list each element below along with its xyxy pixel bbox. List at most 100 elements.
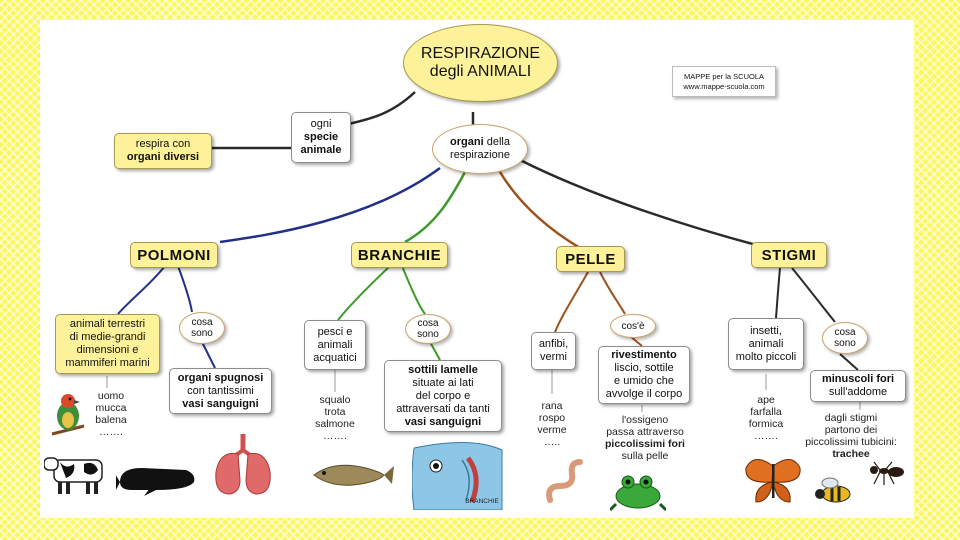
branchie-who-box: pesci e animali acquatici xyxy=(304,320,366,370)
pelle-examples: rana rospo verme ….. xyxy=(528,400,576,448)
pelle-cose-label: cos'è xyxy=(621,320,645,332)
lungs-icon xyxy=(215,434,271,495)
polmoni-cosa-ellipse: cosa sono xyxy=(179,312,225,344)
pelle-example-3: verme xyxy=(537,424,567,436)
connector-branchie-what xyxy=(429,341,441,361)
stigmi-desc-l2: partono dei xyxy=(824,424,878,436)
connector-organi-polmoni xyxy=(219,166,441,244)
pelle-what-box: rivestimento liscio, sottile e umido che… xyxy=(598,346,690,404)
title-line1: RESPIRAZIONE xyxy=(420,45,541,62)
worm-icon xyxy=(546,459,583,503)
organi-l1: organi della xyxy=(450,136,510,149)
stigmi-cosa-ellipse: cosa sono xyxy=(822,322,868,354)
connector-polmoni-what xyxy=(201,341,216,369)
polmoni-who-l2: di medie-grandi xyxy=(69,331,146,343)
branchie-what-l3: del corpo e xyxy=(415,389,471,402)
ogni-specie-box: ogni specie animale xyxy=(291,112,351,163)
cow-icon xyxy=(44,457,103,494)
connector-organi-pelle xyxy=(498,171,581,250)
category-pelle: PELLE xyxy=(556,246,625,272)
stigmi-who-box: insetti, animali molto piccoli xyxy=(728,318,804,370)
pelle-who-l2: vermi xyxy=(540,351,567,363)
concept-map: RESPIRAZIONE degli ANIMALI MAPPE per la … xyxy=(40,20,914,518)
stigmi-who-l2: animali xyxy=(748,337,784,350)
stigmi-examples: ape farfalla formica ……. xyxy=(736,394,796,442)
polmoni-who-box: animali terrestri di medie-grandi dimens… xyxy=(55,314,160,374)
branchie-example-2: trota xyxy=(324,406,346,418)
pelle-desc: l'ossigeno passa attraverso piccolissimi… xyxy=(595,414,695,462)
connector-polmoni-cosa xyxy=(177,265,193,313)
connector-polmoni-who xyxy=(117,265,166,315)
connector-pelle-who xyxy=(554,271,589,333)
branchie-who-l2: animali xyxy=(317,338,353,351)
branchie-example-1: squalo xyxy=(319,394,351,406)
credit-line1: MAPPE per la SCUOLA xyxy=(683,71,765,81)
whale-icon xyxy=(116,468,195,496)
polmoni-example-4: ……. xyxy=(99,426,123,438)
connector-branchie-who xyxy=(337,265,391,321)
bee-icon xyxy=(815,477,851,503)
organi-rest: della xyxy=(483,136,510,148)
title-ellipse: RESPIRAZIONE degli ANIMALI xyxy=(403,24,558,102)
fish-gills-icon xyxy=(412,442,503,510)
stigmi-example-2: farfalla xyxy=(750,406,782,418)
salmon-icon xyxy=(313,464,394,486)
branchie-cosa-ellipse: cosa sono xyxy=(405,314,451,344)
polmoni-cosa-l2: sono xyxy=(191,328,213,339)
connector-stigmi-cosa xyxy=(791,267,836,323)
pelle-desc-l4: sulla pelle xyxy=(621,450,669,462)
frog-icon xyxy=(610,475,666,512)
branchie-cosa-l1: cosa xyxy=(417,318,439,329)
stigmi-desc-l1: dagli stigmi xyxy=(824,412,878,424)
polmoni-example-2: mucca xyxy=(95,402,127,414)
connector-organi-stigmi xyxy=(519,158,761,248)
pelle-example-4: ….. xyxy=(543,436,561,448)
polmoni-examples: uomo mucca balena ……. xyxy=(83,390,139,438)
pelle-what-bold: rivestimento xyxy=(611,349,677,361)
respira-con-box: respira con organi diversi xyxy=(114,133,212,169)
pelle-desc-l2: passa attraverso xyxy=(606,426,684,438)
organi-bold: organi xyxy=(450,136,484,148)
pelle-what-l3: e umido che xyxy=(614,375,674,387)
branchie-example-4: ……. xyxy=(323,430,347,442)
organi-l2: respirazione xyxy=(450,149,510,161)
branchie-who-l1: pesci e xyxy=(317,325,353,338)
pelle-desc-l1: l'ossigeno xyxy=(621,414,669,426)
ogni-l2: specie xyxy=(303,131,339,143)
connector-stigmi-what xyxy=(839,353,859,371)
connector-stigmi-who xyxy=(775,267,781,319)
polmoni-what-bold: organi spugnosi xyxy=(177,371,264,384)
stigmi-what-l2: sull'addome xyxy=(828,386,888,398)
stigmi-who-l1: insetti, xyxy=(750,324,782,337)
polmoni-who-l1: animali terrestri xyxy=(69,318,146,330)
connector-pelle-cose xyxy=(599,271,626,315)
category-pelle-label: PELLE xyxy=(565,250,616,268)
polmoni-who-l3: dimensioni e xyxy=(76,344,139,356)
stigmi-what-box: minuscoli fori sull'addome xyxy=(810,370,906,402)
ant-icon xyxy=(870,461,904,485)
stigmi-example-3: formica xyxy=(748,418,784,430)
branchie-cosa-l2: sono xyxy=(417,329,439,340)
polmoni-what-box: organi spugnosi con tantissimi vasi sang… xyxy=(169,368,272,414)
polmoni-what-l2: con tantissimi xyxy=(187,384,254,397)
pelle-desc-bold: piccolissimi fori xyxy=(605,438,685,450)
ogni-l1: ogni xyxy=(310,118,332,130)
connector-branchie-cosa xyxy=(401,265,426,315)
ogni-l3: animale xyxy=(300,144,342,156)
polmoni-what-l3: vasi sanguigni xyxy=(182,397,259,410)
stigmi-desc: dagli stigmi partono dei piccolissimi tu… xyxy=(794,412,908,460)
butterfly-icon xyxy=(745,459,801,503)
category-branchie: BRANCHIE xyxy=(351,242,448,268)
stigmi-desc-bold: trachee xyxy=(832,448,870,460)
stigmi-example-1: ape xyxy=(757,394,775,406)
respira-l2: organi diversi xyxy=(126,151,200,163)
branchie-example-3: salmone xyxy=(315,418,355,430)
bird-icon xyxy=(51,394,85,436)
category-branchie-label: BRANCHIE xyxy=(357,246,442,264)
pelle-who-l1: anfibi, xyxy=(538,338,569,350)
branchie-examples: squalo trota salmone ……. xyxy=(305,394,365,442)
stigmi-cosa-l2: sono xyxy=(834,338,856,349)
fish-gills-label: BRANCHIE xyxy=(465,498,499,505)
connector-organi-branchie xyxy=(404,171,467,244)
branchie-what-l2: situate ai lati xyxy=(412,376,474,389)
